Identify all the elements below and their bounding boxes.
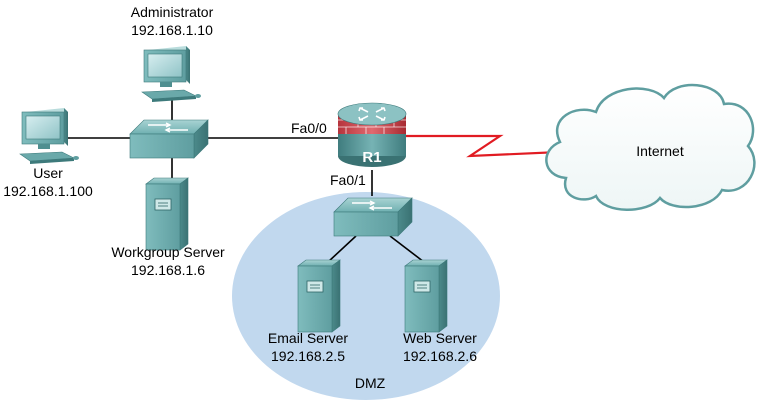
administrator-name: Administrator [131, 4, 214, 20]
router-label: R1 [362, 149, 381, 166]
user-pc[interactable] [19, 107, 80, 165]
internet-cloud[interactable] [545, 83, 756, 211]
lan-switch[interactable] [129, 119, 209, 159]
email-server-ip: 192.168.2.5 [271, 348, 345, 364]
web-server-ip: 192.168.2.6 [403, 348, 477, 364]
email-server-name: Email Server [268, 330, 348, 346]
email-server[interactable] [297, 259, 341, 333]
network-links [68, 96, 425, 263]
administrator-ip: 192.168.1.10 [131, 22, 213, 38]
web-server[interactable] [404, 259, 448, 333]
dmz-zone [232, 192, 500, 400]
interface-fa01: Fa0/1 [330, 172, 366, 188]
dmz-switch[interactable] [333, 197, 413, 237]
workgroup-server-name: Workgroup Server [111, 244, 225, 260]
user-ip: 192.168.1.100 [3, 183, 93, 199]
interface-fa00: Fa0/0 [291, 120, 327, 136]
wan-serial-link [406, 134, 561, 158]
user-name: User [33, 165, 63, 181]
router-r1[interactable] [337, 102, 407, 167]
dmz-label: DMZ [355, 375, 386, 391]
administrator-pc[interactable] [141, 45, 202, 103]
internet-label: Internet [636, 143, 684, 159]
workgroup-server[interactable] [145, 177, 189, 251]
web-server-name: Web Server [403, 330, 477, 346]
workgroup-server-ip: 192.168.1.6 [131, 262, 205, 278]
